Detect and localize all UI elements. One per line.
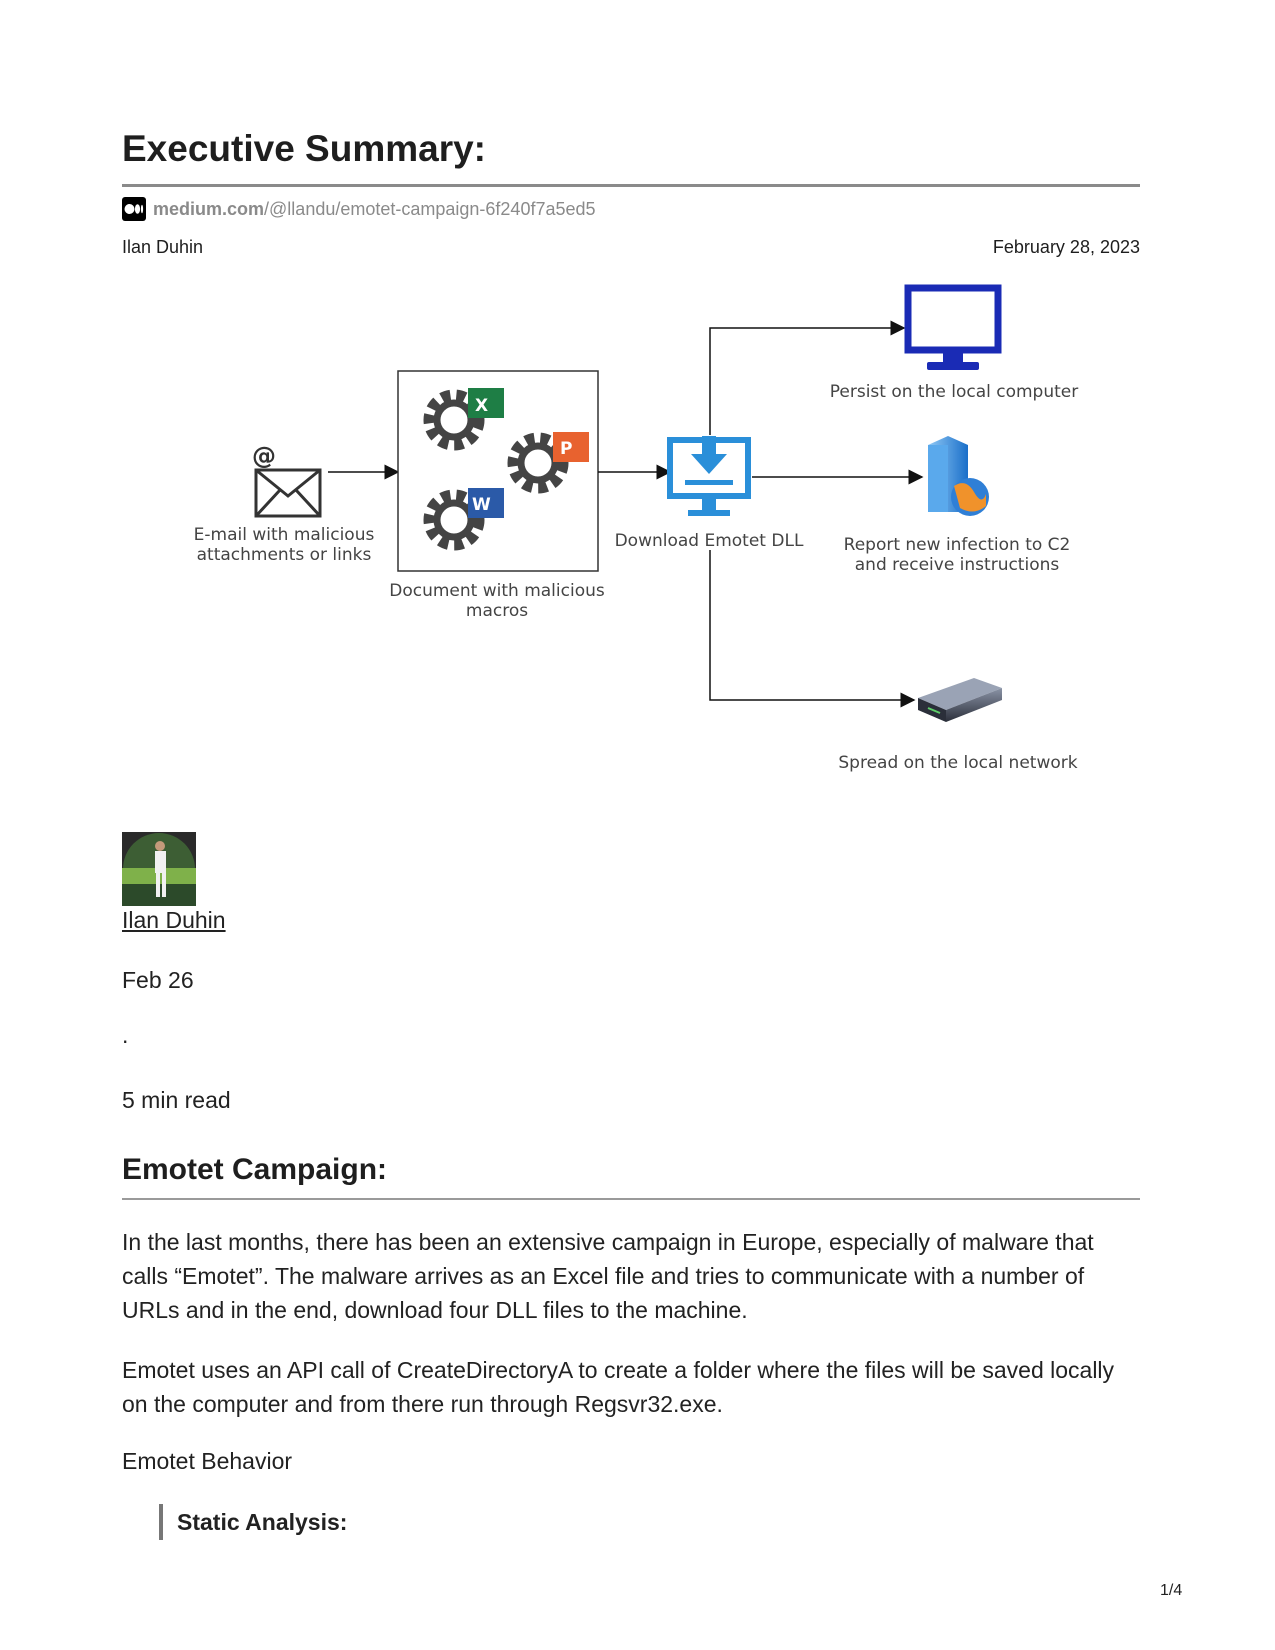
download-label: Download Emotet DLL xyxy=(615,531,804,551)
gear-powerpoint-icon: P xyxy=(507,432,589,494)
medium-logo-icon xyxy=(122,197,146,221)
static-analysis-heading: Static Analysis: xyxy=(177,1509,348,1535)
download-monitor-icon xyxy=(667,436,751,516)
persist-label: Persist on the local computer xyxy=(830,382,1078,402)
author-link[interactable]: Ilan Duhin xyxy=(122,907,226,933)
at-sign: @ xyxy=(252,442,276,470)
behavior-label: Emotet Behavior xyxy=(122,1448,293,1474)
page-number: 1/4 xyxy=(1160,1582,1183,1599)
spread-label: Spread on the local network xyxy=(838,753,1077,773)
blockquote: Static Analysis: xyxy=(159,1504,347,1540)
section-heading: Emotet Campaign: xyxy=(122,1153,388,1186)
header-date: February 28, 2023 xyxy=(992,237,1140,257)
paragraph-intro: In the last months, there has been an ex… xyxy=(122,1229,1094,1323)
excel-letter: X xyxy=(475,396,488,416)
title-divider xyxy=(122,184,1140,187)
source-link[interactable]: medium.com /@llandu/emotet-campaign-6f24… xyxy=(122,197,596,221)
page-title: Executive Summary: xyxy=(122,128,487,169)
doc-label-line2: macros xyxy=(466,601,528,621)
header-author: Ilan Duhin xyxy=(122,237,204,257)
source-domain: medium.com xyxy=(153,198,265,219)
paragraph-api: Emotet uses an API call of CreateDirecto… xyxy=(122,1357,1115,1417)
section-divider xyxy=(122,1198,1140,1200)
gear-excel-icon: X xyxy=(423,388,504,451)
report-label-line1: Report new infection to C2 xyxy=(844,535,1071,555)
report-label-line2: and receive instructions xyxy=(855,555,1060,575)
publish-date: Feb 26 xyxy=(122,967,194,993)
network-switch-icon xyxy=(918,678,1002,722)
doc-label-line1: Document with malicious xyxy=(389,581,605,601)
author-avatar[interactable] xyxy=(122,832,196,906)
server-globe-icon xyxy=(928,436,989,516)
powerpoint-letter: P xyxy=(560,439,572,459)
email-label-line1: E-mail with malicious xyxy=(194,525,375,545)
read-time: 5 min read xyxy=(122,1087,231,1113)
word-letter: W xyxy=(472,495,491,515)
email-label-line2: attachments or links xyxy=(197,545,372,565)
computer-monitor-icon xyxy=(904,284,1002,370)
byline-separator: . xyxy=(122,1022,129,1048)
source-path: /@llandu/emotet-campaign-6f240f7a5ed5 xyxy=(264,198,596,219)
envelope-icon: @ xyxy=(252,442,322,518)
gear-word-icon: W xyxy=(423,488,504,551)
emotet-infection-diagram: @ E-mail with malicious attachments or l… xyxy=(194,284,1078,773)
